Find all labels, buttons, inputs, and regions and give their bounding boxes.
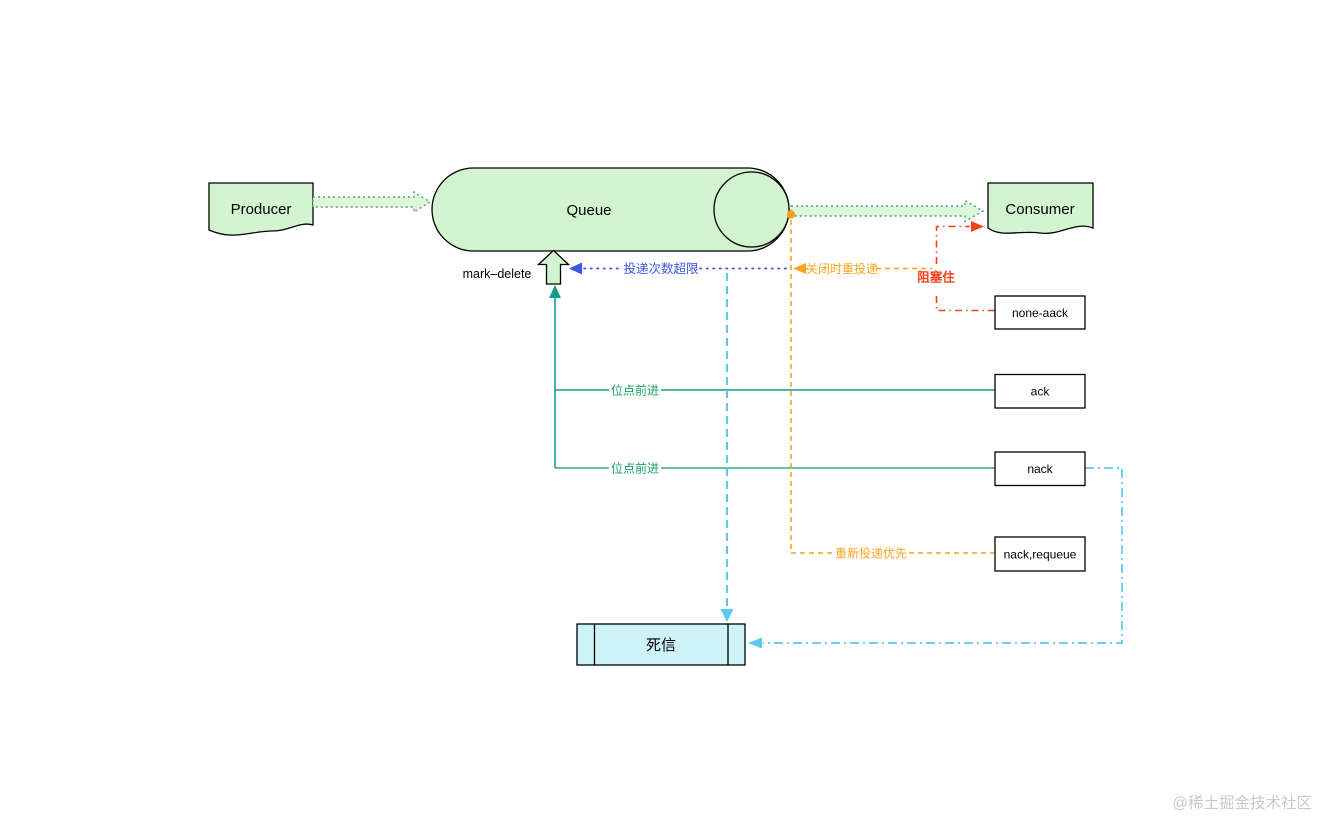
blocked-line: 阻塞住 — [917, 221, 995, 312]
redeliver-on-close-line: 关闭时重投递 — [793, 261, 932, 276]
ack-box: ack — [994, 373, 1086, 409]
queue-end-ellipse — [713, 171, 790, 248]
nack-requeue-box: nack,requeue — [994, 536, 1086, 572]
watermark: @稀土掘金技术社区 — [1172, 794, 1312, 812]
nack-box: nack — [994, 451, 1086, 487]
blocked-arrowhead-icon — [971, 221, 984, 232]
offset-advance-lines: 位点前进 位点前进 — [549, 285, 995, 476]
commit-arrowhead-up-icon — [549, 285, 561, 298]
consumer-node — [987, 182, 1094, 235]
producer-node — [208, 182, 314, 236]
redelivery-priority-label: 重新投递优先 — [835, 546, 907, 561]
redelivery-line — [786, 210, 796, 553]
delivery-limit-label: 投递次数超限 — [623, 261, 699, 276]
nack-to-dead-letter-line — [748, 467, 1123, 649]
delivery-limit-line: 投递次数超限 — [569, 261, 790, 276]
none-aack-label: none-aack — [1012, 306, 1069, 320]
nack-label: nack — [1027, 462, 1053, 476]
queue-label: Queue — [566, 202, 611, 219]
mark-delete-arrow — [536, 249, 571, 285]
nack-to-dead-letter-arrowhead-icon — [748, 637, 762, 649]
mark-delete-label: mark–delete — [463, 267, 532, 281]
dead-letter-drop-line — [720, 273, 734, 622]
dead-letter-box: 死信 — [576, 623, 746, 666]
delivery-limit-arrowhead-icon — [569, 262, 582, 275]
redeliver-on-close-label: 关闭时重投递 — [806, 261, 878, 276]
dead-letter-label: 死信 — [646, 637, 676, 654]
queue-node: Queue — [431, 167, 790, 252]
none-aack-box: none-aack — [994, 295, 1086, 330]
redelivery-start-dot-icon — [786, 210, 796, 219]
ack-label: ack — [1031, 385, 1051, 399]
queue-to-consumer-arrow — [790, 199, 985, 223]
blocked-dashes — [935, 225, 995, 312]
offset-advance-label-1: 位点前进 — [611, 383, 659, 398]
consumer-label: Consumer — [1005, 201, 1074, 218]
producer-label: Producer — [231, 201, 292, 218]
redeliver-on-close-arrowhead-icon — [793, 263, 806, 274]
nack-requeue-label: nack,requeue — [1004, 548, 1077, 562]
offset-advance-label-2: 位点前进 — [611, 461, 659, 476]
producer-to-queue-arrow — [312, 190, 432, 214]
blocked-label: 阻塞住 — [917, 270, 955, 285]
dead-letter-drop-arrowhead-icon — [720, 609, 734, 622]
redelivery-priority-line: 重新投递优先 — [791, 546, 995, 561]
